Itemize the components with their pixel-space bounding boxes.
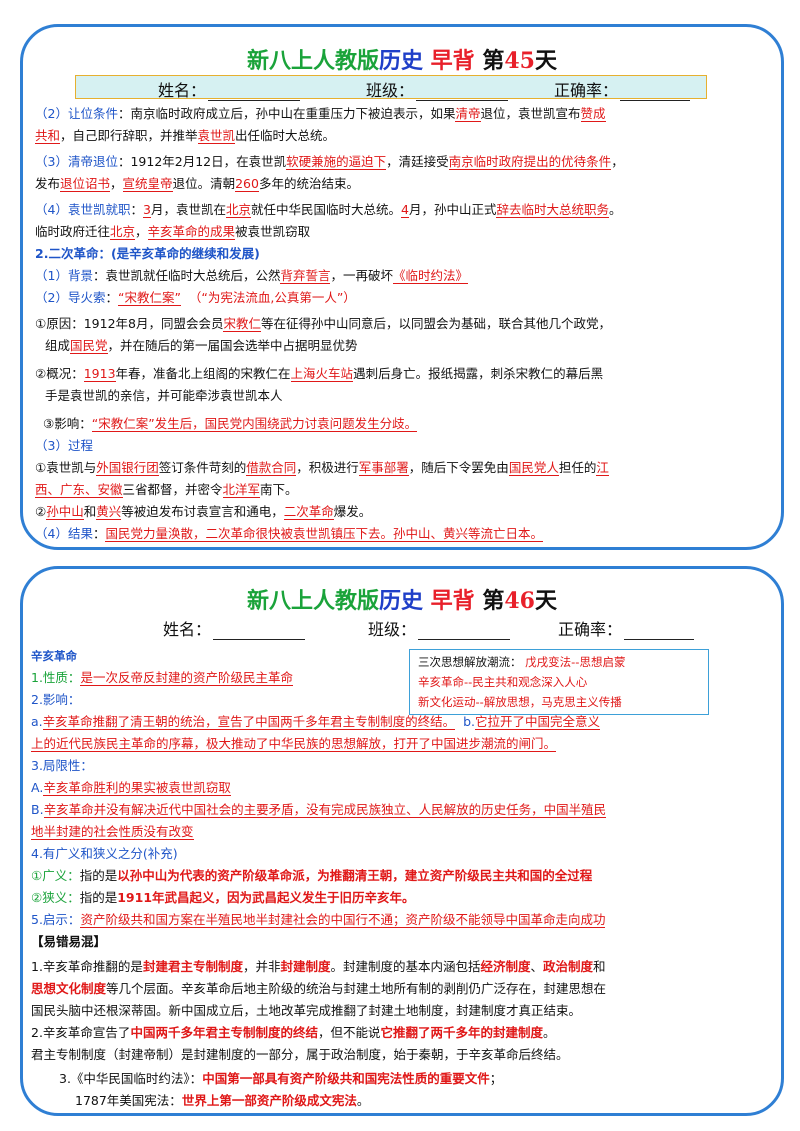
name-field[interactable]: 姓名： [163, 616, 306, 640]
rate-field[interactable]: 正确率： [554, 77, 691, 101]
day45-namebar: 姓名： 班级： 正确率： [75, 75, 707, 101]
thought-liberation-box: 三次思想解放潮流： 戊戌变法--思想启蒙 辛亥革命--民主共和观念深入人心 新文… [409, 649, 709, 715]
line: 手是袁世凯的亲信，并可能牵涉袁世凯本人 [45, 388, 283, 403]
line: 2.影响： [31, 692, 81, 707]
line: （3）过程 [35, 438, 93, 453]
line: 地半封建的社会性质没有改变 [31, 824, 194, 840]
line: （4）袁世凯就职：3月，袁世凯在北京就任中华民国临时大总统。4月，孙中山正式辞去… [35, 202, 622, 218]
line: 1.性质：是一次反帝反封建的资产阶级民主革命 [31, 670, 293, 686]
day45-title: 新八上人教版历史 早背 第45天 [246, 48, 558, 74]
class-field[interactable]: 班级： [368, 616, 511, 640]
line: ①袁世凯与外国银行团签订条件苛刻的借款合同，积极进行军事部署，随后下令罢免由国民… [35, 460, 609, 476]
line: 组成国民党，并在随后的第一届国会选举中占据明显优势 [45, 338, 358, 354]
line: 辛亥革命 [31, 649, 77, 663]
line: 4.有广义和狭义之分(补充) [31, 846, 178, 861]
line: 【易错易混】 [31, 934, 107, 949]
line: 临时政府迁往北京，辛亥革命的成果被袁世凯窃取 [35, 224, 311, 240]
rate-field[interactable]: 正确率： [558, 616, 695, 640]
day45-content: （2）让位条件：南京临时政府成立后，孙中山在重重压力下被迫表示，如果清帝退位，袁… [35, 103, 761, 545]
line: ③影响：“宋教仁案”发生后，国民党内围绕武力讨袁问题发生分歧。 [43, 416, 418, 432]
day46-content: 辛亥革命 1.性质：是一次反帝反封建的资产阶级民主革命 2.影响： a.辛亥革命… [31, 645, 761, 1112]
day46-title: 新八上人教版历史 早背 第46天 [246, 588, 558, 614]
line: （2）导火索：“宋教仁案” （“为宪法流血,公真第一人”） [35, 290, 356, 306]
line: 1787年美国宪法：世界上第一部资产阶级成文宪法。 [75, 1093, 370, 1108]
name-field[interactable]: 姓名： [158, 77, 301, 101]
line: （2）让位条件：南京临时政府成立后，孙中山在重重压力下被迫表示，如果清帝退位，袁… [35, 106, 606, 122]
class-field[interactable]: 班级： [366, 77, 509, 101]
line: （4）结果：国民党力量涣散，二次革命很快被袁世凯镇压下去。孙中山、黄兴等流亡日本… [35, 526, 543, 542]
line: 共和，自己即行辞职，并推举袁世凯出任临时大总统。 [35, 128, 336, 144]
line: a.辛亥革命推翻了清王朝的统治，宣告了中国两千多年君主专制制度的终结。 b.它拉… [31, 714, 601, 730]
line: （3）清帝退位：1912年2月12日，在袁世凯软硬兼施的逼迫下，清廷接受南京临时… [35, 154, 624, 170]
line: ②孙中山和黄兴等被迫发布讨袁宣言和通电，二次革命爆发。 [35, 504, 372, 520]
day46-namebar: 姓名： 班级： 正确率： [83, 615, 733, 640]
line: 国民头脑中还根深蒂固。新中国成立后，土地改革完成推翻了封建土地制度，封建制度才真… [31, 1003, 582, 1018]
line: 3.《中华民国临时约法》：中国第一部具有资产阶级共和国宪法性质的重要文件； [59, 1071, 503, 1086]
line: 2.辛亥革命宣告了中国两千多年君主专制制度的终结，但不能说它推翻了两千多年的封建… [31, 1025, 556, 1040]
line: （1）背景：袁世凯就任临时大总统后，公然背弃誓言，一再破坏《临时约法》 [35, 268, 469, 284]
line: 思想文化制度等几个层面。辛亥革命后地主阶级的统治与封建土地所有制的剥削仍广泛存在… [31, 981, 607, 996]
day45-card: 新八上人教版历史 早背 第45天 姓名： 班级： 正确率： （2）让位条件：南京… [20, 24, 784, 550]
line: A.辛亥革命胜利的果实被袁世凯窃取 [31, 780, 231, 796]
line: 发布退位诏书，宣统皇帝退位。清朝260多年的统治结束。 [35, 176, 359, 192]
line: 君主专制制度（封建帝制）是封建制度的一部分，属于政治制度，始于秦朝，于辛亥革命后… [31, 1047, 569, 1062]
line: ①广义：指的是以孙中山为代表的资产阶级革命派，为推翻清王朝，建立资产阶级民主共和… [31, 868, 593, 883]
line: 3.局限性： [31, 758, 93, 773]
day46-card: 新八上人教版历史 早背 第46天 姓名： 班级： 正确率： 三次思想解放潮流： … [20, 566, 784, 1116]
line: 西、广东、安徽三省都督，并密令北洋军南下。 [35, 482, 298, 498]
line: 上的近代民族民主革命的序幕，极大推动了中华民族的思想解放，打开了中国进步潮流的闸… [31, 736, 557, 752]
line: 2.二次革命：(是辛亥革命的继续和发展) [35, 246, 260, 261]
line: ②概况：1913年春，准备北上组阁的宋教仁在上海火车站遇刺后身亡。报纸揭露，刺杀… [35, 366, 604, 382]
line: ①原因：1912年8月，同盟会会员宋教仁等在征得孙中山同意后，以同盟会为基础，联… [35, 316, 612, 332]
line: B.辛亥革命并没有解决近代中国社会的主要矛盾，没有完成民族独立、人民解放的历史任… [31, 802, 607, 818]
line: 1.辛亥革命推翻的是封建君主专制制度，并非封建制度。封建制度的基本内涵包括经济制… [31, 959, 606, 974]
line: 5.启示：资产阶级共和国方案在半殖民地半封建社会的中国行不通；资产阶级不能领导中… [31, 912, 606, 928]
line: ②狭义：指的是1911年武昌起义，因为武昌起义发生于旧历辛亥年。 [31, 890, 415, 905]
